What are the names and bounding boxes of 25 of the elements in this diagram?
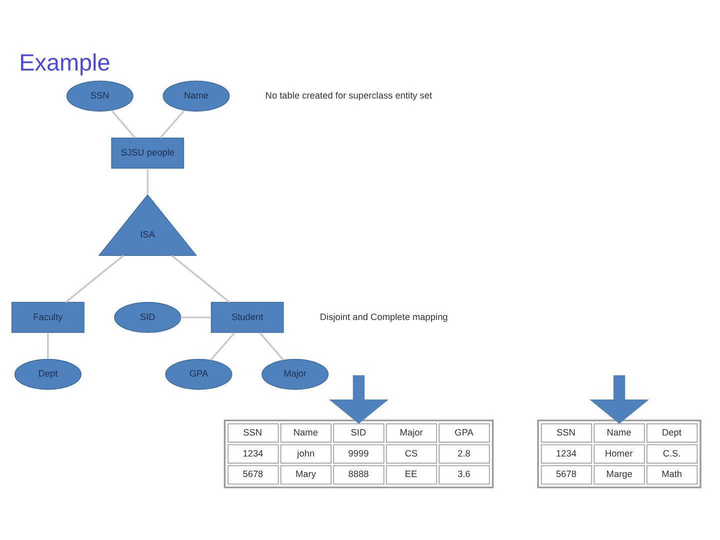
node-ellipse: Major — [262, 358, 329, 390]
node-ellipse: SSN — [66, 80, 134, 112]
node-ellipse: Name — [162, 80, 230, 112]
node-box: SJSU people — [111, 138, 184, 169]
label: Disjoint and Complete mapping — [320, 312, 448, 322]
connector — [146, 168, 148, 195]
label: No table created for superclass entity set — [265, 90, 432, 100]
node-ellipse: Dept — [14, 358, 82, 390]
connector — [180, 316, 212, 318]
connector — [110, 110, 136, 138]
node-box: Student — [210, 302, 284, 333]
connector — [65, 254, 124, 303]
node-box: SSN Name SID Major GPA 1234 john 9999 CS 2.8 5678 Mary 8888 EE 3.6 — [224, 420, 494, 488]
connector — [171, 254, 230, 303]
node-ellipse: GPA — [165, 358, 232, 390]
arrow — [589, 375, 650, 424]
node-box: SSN Name Dept 1234 Homer C.S. 5678 Marge Math — [537, 420, 702, 488]
connector — [259, 332, 284, 361]
node-box: Faculty — [12, 302, 84, 333]
diagram-title: Example — [19, 49, 110, 76]
arrow — [328, 375, 389, 424]
connector — [160, 110, 186, 138]
connector — [47, 332, 49, 359]
node-ellipse: SID — [114, 302, 182, 333]
connector — [210, 332, 236, 361]
